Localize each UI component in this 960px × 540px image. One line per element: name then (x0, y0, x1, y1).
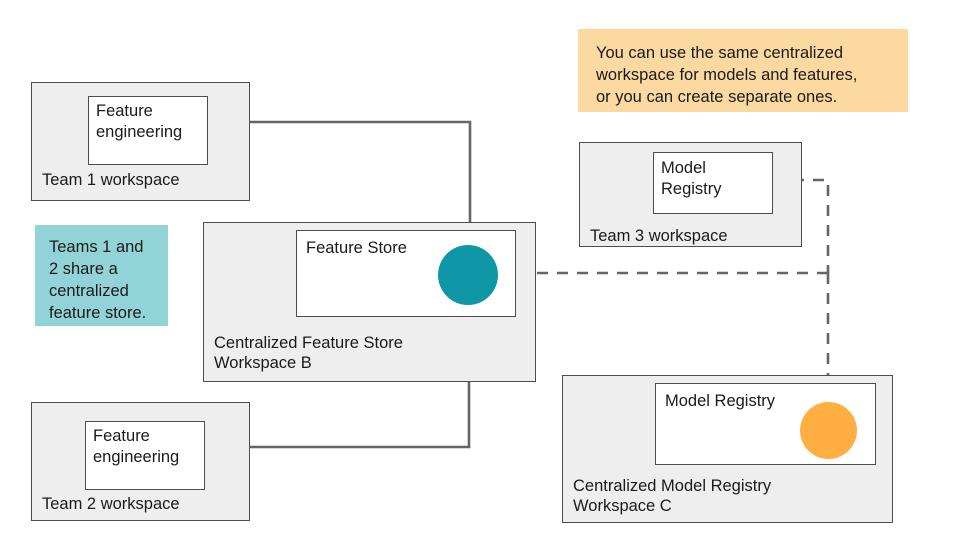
feature-store-node[interactable] (438, 245, 498, 305)
label-team3-model-registry: Model Registry (661, 159, 722, 198)
label-workspace-team3: Team 3 workspace (590, 227, 728, 245)
box-team2-feature-engineering[interactable] (85, 421, 205, 490)
label-model-registry: Model Registry (665, 392, 776, 410)
label-workspace-b: Centralized Feature Store Workspace B (214, 334, 403, 372)
label-feature-store: Feature Store (306, 239, 407, 257)
label-workspace-c: Centralized Model Registry Workspace C (573, 477, 772, 515)
box-team1-feature-engineering[interactable] (88, 96, 208, 165)
label-team1-feature-engineering: Feature engineering (96, 102, 183, 141)
note-centralized-workspace: You can use the same centralized workspa… (578, 29, 908, 112)
label-team2-feature-engineering: Feature engineering (93, 427, 180, 466)
box-team3-model-registry[interactable] (653, 152, 773, 214)
model-registry-node[interactable] (800, 402, 857, 459)
label-workspace-team2: Team 2 workspace (42, 495, 180, 513)
label-workspace-team1: Team 1 workspace (42, 171, 180, 189)
note-shared-feature-store: Teams 1 and 2 share a centralized featur… (35, 225, 168, 326)
